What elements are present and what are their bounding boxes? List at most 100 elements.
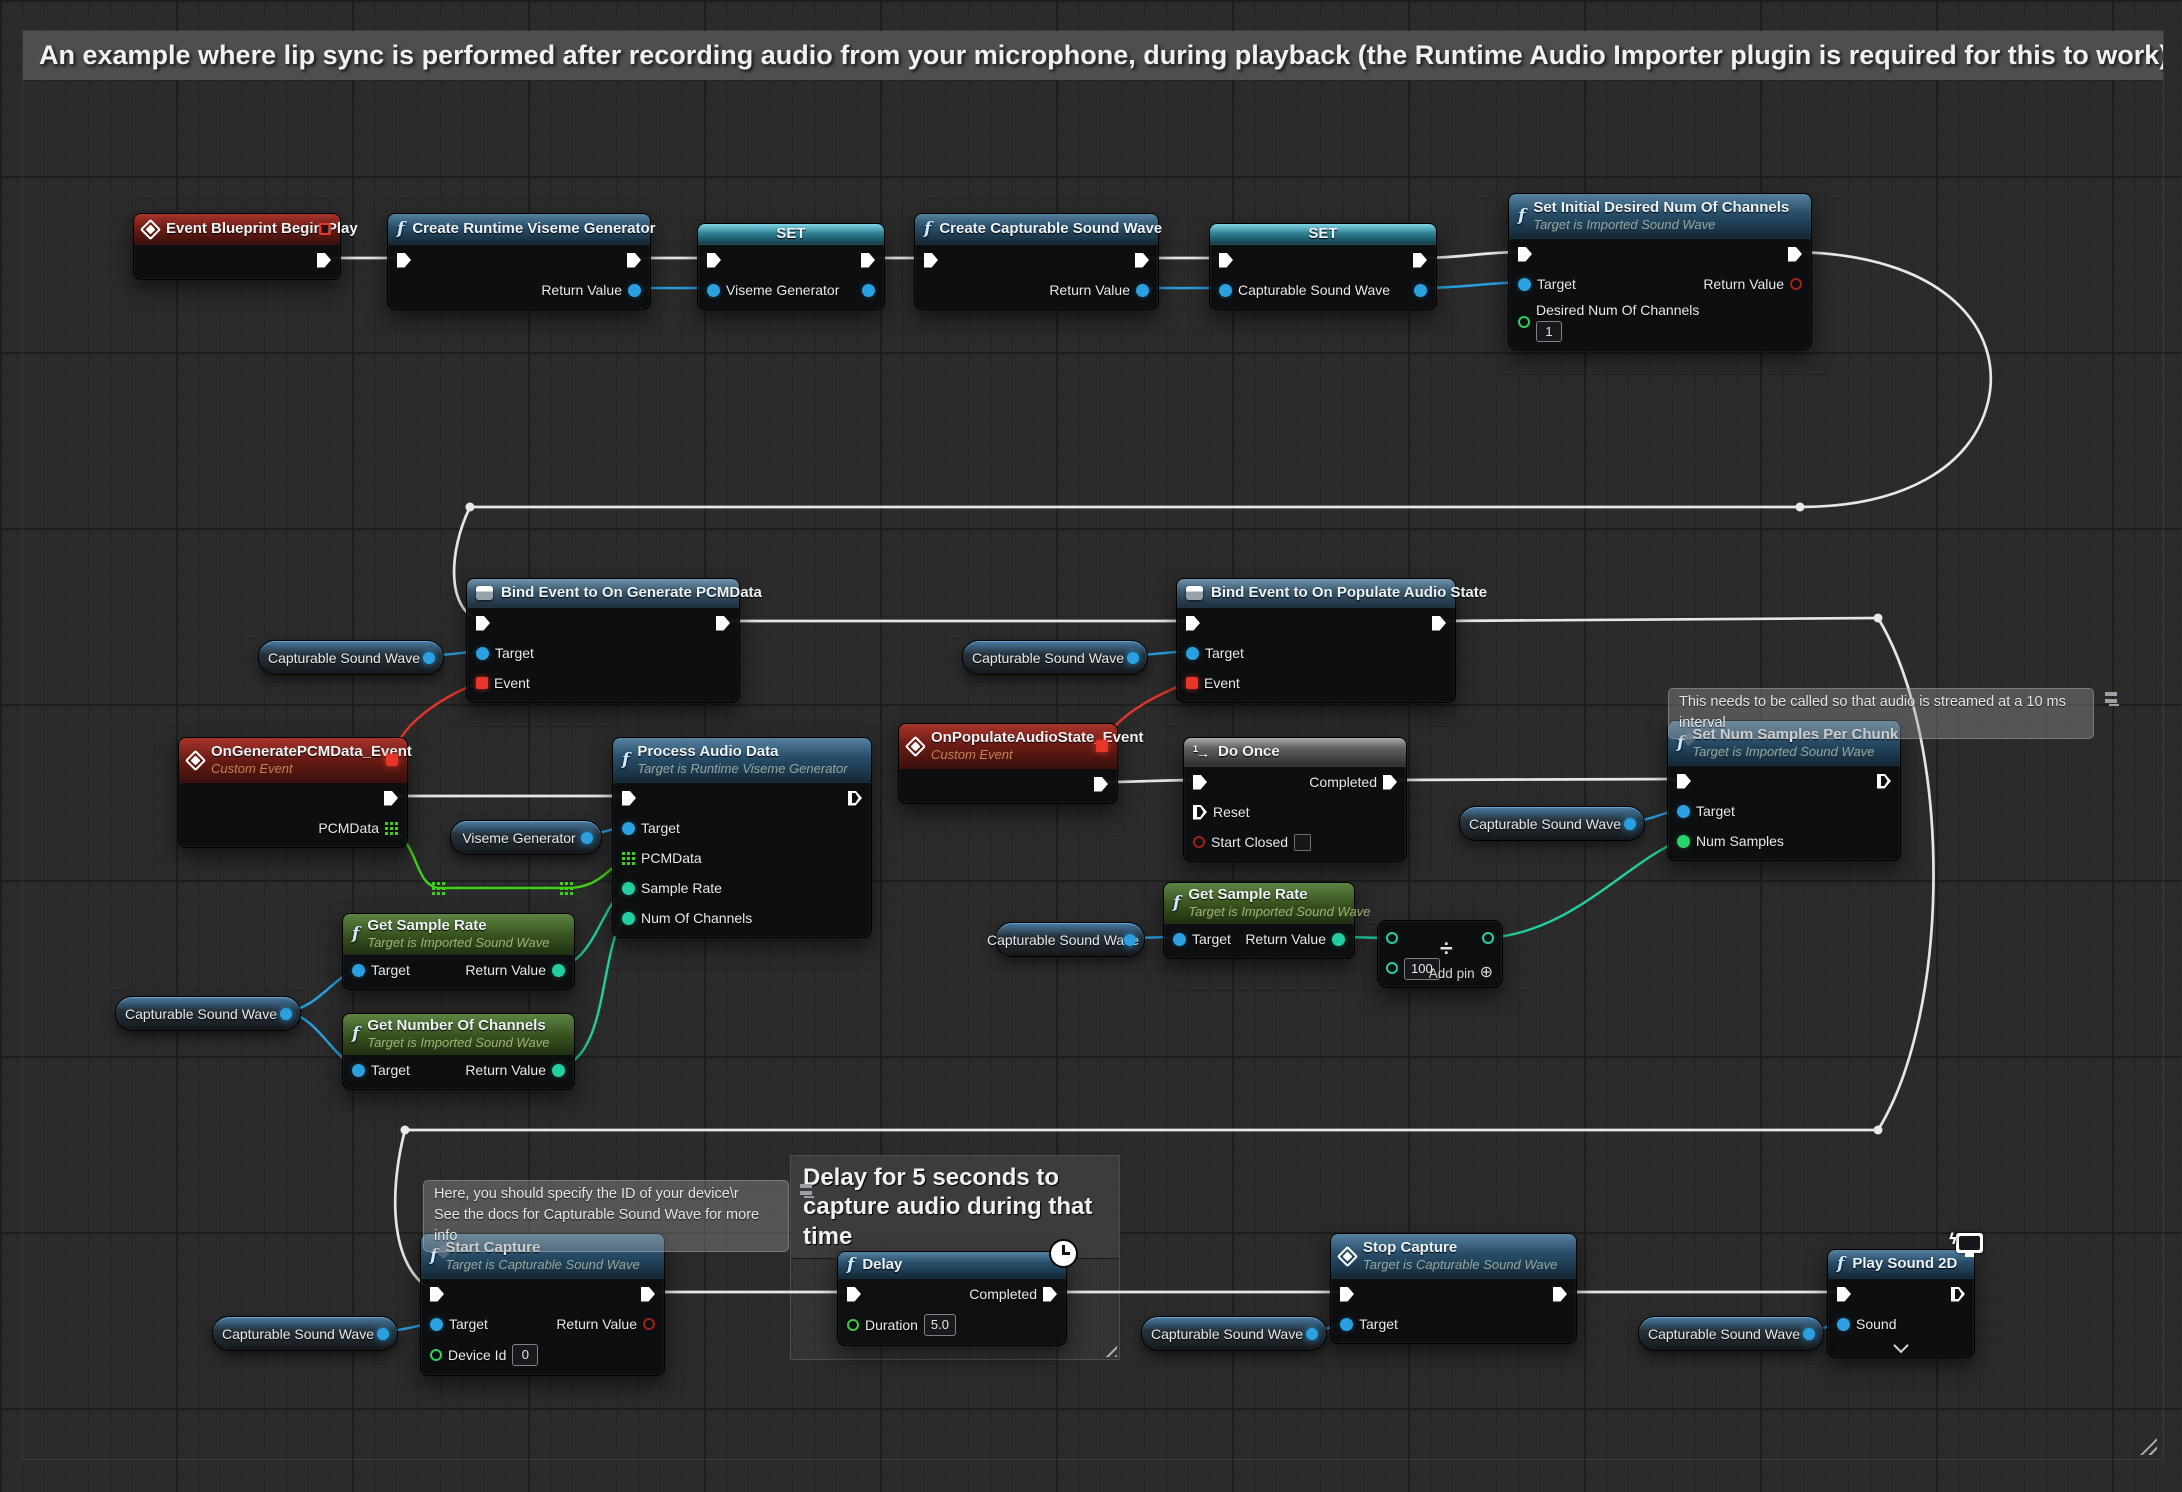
object-pin[interactable]	[1186, 646, 1199, 660]
node-header[interactable]: SET	[698, 224, 884, 245]
integer-pin[interactable]	[1386, 932, 1398, 944]
object-pin[interactable]	[628, 283, 641, 297]
capturable-sound-wave-variable-pill[interactable]: Capturable Sound Wave	[258, 640, 444, 675]
capturable-sound-wave-variable-pill[interactable]: Capturable Sound Wave	[212, 1316, 398, 1351]
object-pin[interactable]	[352, 963, 365, 977]
array-pin-icon[interactable]	[385, 821, 398, 835]
exec-pin[interactable]	[924, 252, 938, 268]
exec-pin[interactable]	[848, 790, 862, 806]
exec-pin[interactable]	[641, 1286, 655, 1302]
exec-pin[interactable]	[1383, 774, 1397, 790]
object-pin[interactable]	[1136, 283, 1149, 297]
event-blueprint-begin-play[interactable]: Event Blueprint Begin Play	[133, 213, 358, 280]
bubble-pin-icon[interactable]	[2105, 692, 2117, 696]
add-pin-button[interactable]: Add pin⊕	[1429, 965, 1493, 981]
object-pin[interactable]	[1414, 283, 1427, 297]
object-pin[interactable]	[423, 651, 435, 664]
exec-pin[interactable]	[1094, 776, 1108, 792]
exec-pin[interactable]	[847, 1286, 861, 1302]
object-pin[interactable]	[581, 831, 593, 844]
node-header[interactable]: SET	[1210, 224, 1436, 245]
delegate-pin[interactable]	[386, 754, 398, 766]
divisor-value-box[interactable]: 100	[1404, 958, 1440, 980]
object-pin[interactable]	[1837, 1317, 1850, 1331]
boolean-pin[interactable]	[643, 1318, 655, 1330]
exec-pin[interactable]	[476, 615, 490, 631]
object-pin[interactable]	[1624, 817, 1636, 830]
object-pin[interactable]	[1127, 651, 1139, 664]
capturable-sound-wave-variable-pill[interactable]: Capturable Sound Wave	[987, 922, 1145, 957]
delegate-pin[interactable]	[1096, 740, 1108, 752]
int_green-pin[interactable]	[430, 1349, 442, 1361]
exec-pin[interactable]	[1877, 773, 1891, 789]
exec-pin[interactable]	[1518, 246, 1532, 262]
delegate-pin[interactable]	[1186, 677, 1198, 689]
object-pin[interactable]	[862, 283, 875, 297]
graph-comment-box[interactable]: An example where lip sync is performed a…	[22, 30, 2164, 1460]
object-pin[interactable]	[430, 1317, 443, 1331]
graph-comment-title[interactable]: An example where lip sync is performed a…	[23, 31, 2163, 81]
exec-pin[interactable]	[397, 252, 411, 268]
divide[interactable]: 100÷Add pin⊕	[1377, 920, 1503, 988]
exec-pin[interactable]	[317, 252, 331, 268]
exec-pin[interactable]	[861, 252, 875, 268]
desired-num-of-channels-value-box[interactable]: 1	[1536, 320, 1562, 343]
delegate-pin[interactable]	[319, 223, 331, 235]
integer-pin[interactable]	[552, 963, 565, 977]
exec-pin[interactable]	[1193, 774, 1207, 790]
boolean-pin[interactable]	[1193, 836, 1205, 848]
object-pin[interactable]	[1677, 804, 1690, 818]
exec-pin[interactable]	[1340, 1286, 1354, 1302]
node-header[interactable]: Bind Event to On Populate Audio State	[1177, 579, 1487, 608]
node-header[interactable]: Bind Event to On Generate PCMData	[467, 579, 762, 608]
expand-chevron-icon[interactable]	[1893, 1337, 1909, 1354]
object-pin[interactable]	[707, 283, 720, 297]
num_green-pin[interactable]	[1677, 834, 1690, 848]
exec-pin[interactable]	[1553, 1286, 1567, 1302]
exec-pin[interactable]	[1135, 252, 1149, 268]
exec-pin[interactable]	[1432, 615, 1446, 631]
integer-pin[interactable]	[1386, 962, 1398, 974]
exec-pin[interactable]	[1837, 1286, 1851, 1302]
object-pin[interactable]	[280, 1007, 292, 1020]
node-header[interactable]: Event Blueprint Begin Play	[134, 214, 358, 245]
integer-pin[interactable]	[622, 881, 635, 895]
integer-pin[interactable]	[622, 911, 635, 925]
array-pin-icon[interactable]	[622, 851, 635, 865]
object-pin[interactable]	[1340, 1317, 1353, 1331]
exec-pin[interactable]	[430, 1286, 444, 1302]
value-box[interactable]: 0	[512, 1344, 539, 1366]
exec-pin[interactable]	[1413, 252, 1427, 268]
comment-resize-handle[interactable]	[1103, 1343, 1117, 1357]
object-pin[interactable]	[1306, 1327, 1318, 1340]
capturable-sound-wave-variable-pill[interactable]: Capturable Sound Wave	[115, 996, 301, 1031]
capturable-sound-wave-variable-pill[interactable]: Capturable Sound Wave	[1141, 1316, 1327, 1351]
object-pin[interactable]	[352, 1063, 365, 1077]
object-pin[interactable]	[1518, 277, 1531, 291]
integer-pin[interactable]	[1482, 932, 1494, 944]
object-pin[interactable]	[622, 821, 635, 835]
